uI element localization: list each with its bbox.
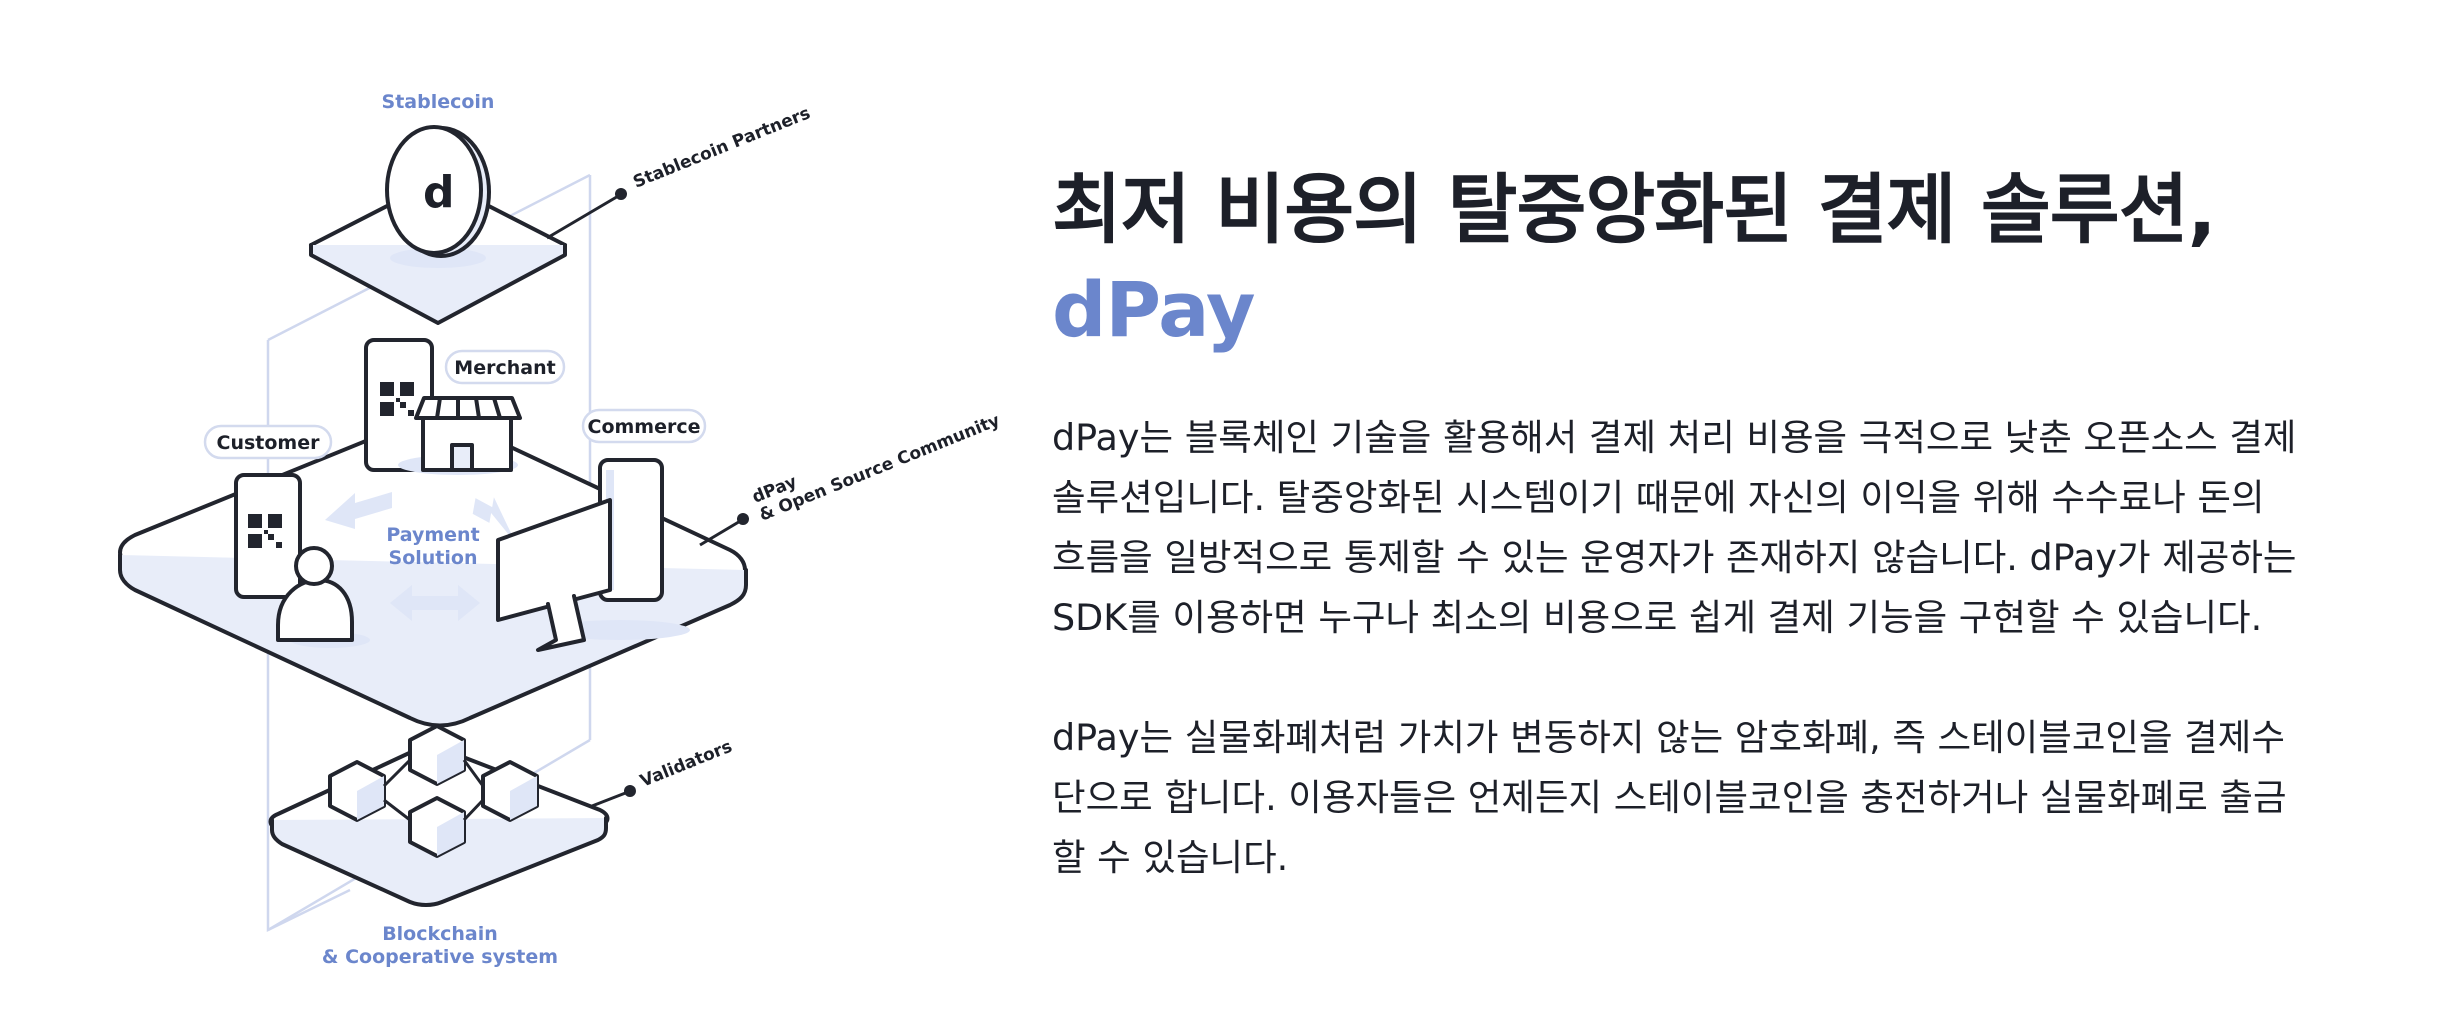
- blockchain-label-line2: & Cooperative system: [322, 946, 558, 968]
- diagram-svg: d Stablecoin Stablecoin Partners Payment…: [118, 91, 1000, 968]
- headline-line: 최저 비용의 탈중앙화된 결제 솔루션,: [1052, 165, 2217, 254]
- dpay-community-callout: dPay & Open Source Community: [699, 411, 1000, 547]
- description-paragraph-2: dPay는 실물화폐처럼 가치가 변동하지 않는 암호화폐, 즉 스테이블코인을…: [1052, 716, 2287, 879]
- validators-label: Validators: [637, 737, 735, 792]
- coin-symbol: d: [423, 167, 455, 218]
- customer-phone-icon: [234, 473, 302, 599]
- stablecoin-label: Stablecoin: [382, 91, 495, 113]
- double-arrow-icon: [390, 585, 480, 621]
- blockchain-label-line1: Blockchain: [382, 923, 498, 945]
- customer-person-icon: [276, 546, 370, 648]
- commerce-label: Commerce: [588, 416, 701, 438]
- description-paragraph-1: dPay는 블록체인 기술을 활용해서 결제 처리 비용을 극적으로 낮춘 오픈…: [1052, 416, 2297, 639]
- stablecoin-partners-callout: Stablecoin Partners: [546, 103, 813, 240]
- payment-label-line2: Solution: [389, 547, 478, 569]
- blockchain-cubes-icon: [328, 724, 539, 858]
- validators-callout: Validators: [591, 737, 735, 808]
- brand-name: dPay: [1052, 265, 1256, 354]
- intro-text-column: 최저 비용의 탈중앙화된 결제 솔루션, dPay dPay는 블록체인 기술을…: [1052, 160, 2352, 888]
- commerce-tag: Commerce: [581, 408, 707, 444]
- customer-label: Customer: [217, 432, 321, 454]
- dpay-community-label-line2: & Open Source Community: [756, 411, 1000, 526]
- customer-tag: Customer: [203, 424, 333, 460]
- arrow-icon: [472, 497, 517, 544]
- commerce-computer-icon: [496, 458, 690, 652]
- payment-label-line1: Payment: [386, 524, 479, 546]
- stablecoin-coin-icon: d: [385, 125, 491, 258]
- stablecoin-partners-label: Stablecoin Partners: [630, 103, 813, 192]
- store-icon: [398, 396, 522, 475]
- flow-arrows: [325, 492, 517, 621]
- merchant-tag: Merchant: [444, 349, 566, 385]
- page-headline: 최저 비용의 탈중앙화된 결제 솔루션, dPay: [1052, 160, 2352, 360]
- merchant-label: Merchant: [454, 357, 555, 379]
- dpay-architecture-diagram: d Stablecoin Stablecoin Partners Payment…: [0, 0, 1000, 1018]
- arrow-icon: [325, 492, 392, 529]
